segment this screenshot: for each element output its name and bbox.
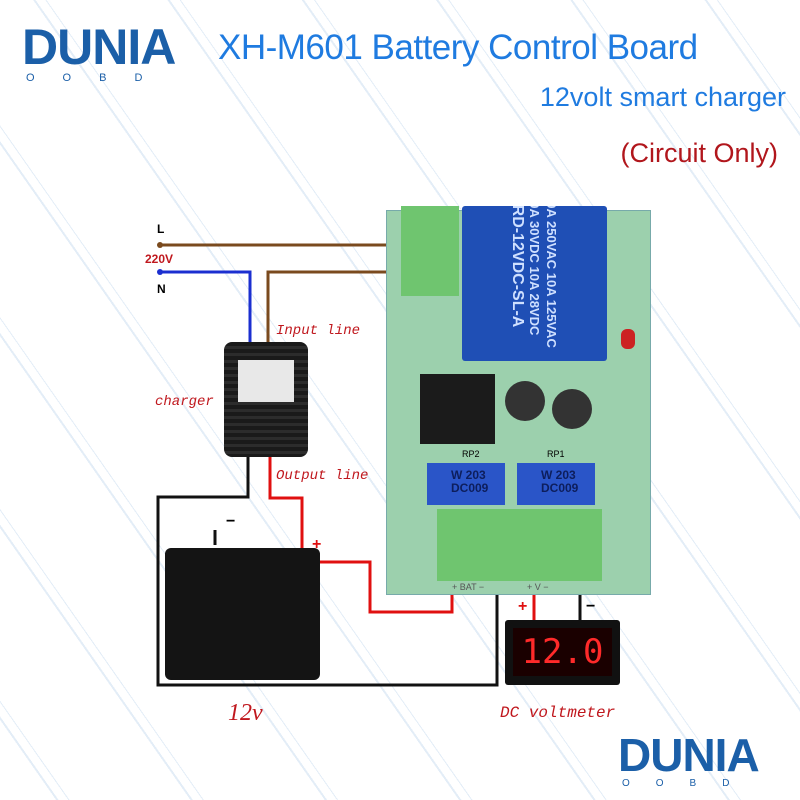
relay-text-1: 10A 250VAC 10A 125VAC (544, 206, 559, 348)
label-output-line: Output line (276, 468, 369, 484)
charger-adapter (224, 342, 308, 457)
label-rp2: RP2 (462, 449, 480, 459)
label-voltage: 220V (145, 252, 174, 266)
page-subtitle: 12volt smart charger (539, 82, 786, 112)
capacitor (552, 389, 592, 429)
voltmeter-minus-sign: − (586, 598, 596, 615)
control-board: 10A 250VAC 10A 125VAC 10A 30VDC 10A 28VD… (386, 206, 651, 595)
ic-chip (420, 374, 495, 444)
voltmeter-plus-sign: + (518, 598, 528, 615)
circuit-only-note: (Circuit Only) (620, 138, 778, 168)
led (621, 329, 635, 349)
charger-input-wire (266, 270, 412, 342)
voltmeter-display: 12.0 (513, 628, 612, 676)
page-title: XH-M601 Battery Control Board (218, 28, 698, 67)
terminal-label-v: + V − (527, 582, 549, 592)
label-charger: charger (155, 394, 214, 410)
power-terminal (401, 206, 459, 296)
battery-pos-wire (310, 560, 454, 614)
battery-plus-sign: + (312, 536, 322, 553)
terminal-label-bat: + BAT − (452, 582, 485, 592)
label-dc-voltmeter: DC voltmeter (500, 704, 616, 722)
logo-subtext: OOBD (622, 778, 756, 789)
logo-bottom: DUNIA OOBD (618, 729, 760, 789)
charger-neg-wire (156, 455, 499, 687)
battery (165, 548, 320, 680)
capacitor (505, 381, 545, 421)
relay-text-2: 10A 30VDC 10A 28VDC (527, 206, 542, 336)
label-live: L (157, 222, 165, 236)
logo-top: DUNIA OOBD (22, 19, 176, 84)
logo-subtext: OOBD (26, 72, 171, 84)
label-neutral: N (157, 282, 166, 296)
battery-minus-sign: − (226, 513, 236, 530)
relay-text-3: SRD-12VDC-SL-A (509, 206, 526, 328)
potentiometer-rp2: W 203 DC009 (427, 463, 505, 505)
charger-pos-wire (268, 455, 304, 560)
dc-voltmeter: 12.0 (505, 620, 620, 685)
label-rp1: RP1 (547, 449, 565, 459)
logo-text: DUNIA (22, 19, 176, 75)
neutral-wire (160, 270, 252, 342)
potentiometer-rp1: W 203 DC009 (517, 463, 595, 505)
output-terminal (437, 509, 602, 581)
label-input-line: Input line (276, 323, 361, 339)
relay: 10A 250VAC 10A 125VAC 10A 30VDC 10A 28VD… (462, 206, 607, 361)
logo-text: DUNIA (618, 729, 760, 781)
label-battery-voltage: 12v (228, 700, 263, 726)
